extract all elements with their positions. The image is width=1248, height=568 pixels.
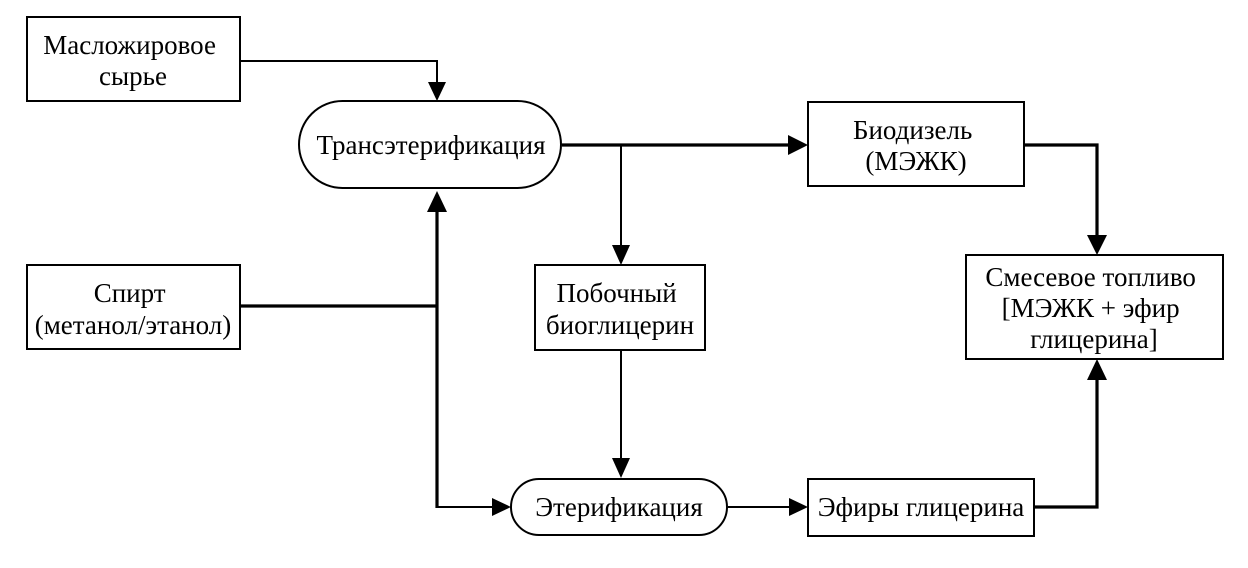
arrowhead-etherification-top: [612, 458, 630, 478]
node-etherification: Этерификация: [510, 478, 728, 536]
node-transesterification: Трансэтерификация: [298, 100, 562, 189]
arrowhead-glycerol-ethers: [789, 498, 808, 516]
node-transesterification-label: Трансэтерификация: [317, 130, 546, 160]
edge-glycerol-ethers-to-blended-fuel: [1034, 378, 1099, 509]
node-biodiesel-label: Биодизель (МЭЖК): [853, 115, 979, 176]
node-glycerol-ethers: Эфиры глицерина: [807, 478, 1035, 537]
node-biodiesel: Биодизель (МЭЖК): [807, 101, 1025, 187]
arrowhead-alcohol-transesterification: [427, 191, 447, 212]
arrowhead-transesterification-biodiesel: [788, 135, 808, 155]
node-byproduct-glycerol: Побочный биоглицерин: [534, 264, 706, 351]
arrowhead-feedstock-transesterification: [428, 82, 446, 101]
node-feedstock: Масложировое сырье: [26, 16, 241, 102]
node-byproduct-glycerol-label: Побочный биоглицерин: [546, 278, 694, 340]
edge-feedstock-to-transesterification: [240, 60, 438, 84]
node-blended-fuel: Смесевое топливо [МЭЖК + эфир глицерина]: [965, 254, 1224, 360]
node-alcohol-label: Спирт (метанол/этанол): [35, 278, 232, 340]
node-alcohol: Спирт (метанол/этанол): [26, 264, 241, 350]
node-blended-fuel-label: Смесевое топливо [МЭЖК + эфир глицерина]: [985, 262, 1202, 354]
arrowhead-blended-fuel-bottom: [1087, 359, 1107, 380]
arrowhead-blended-fuel-top: [1087, 235, 1107, 255]
arrowhead-etherification-left: [492, 498, 511, 516]
node-glycerol-ethers-label: Эфиры глицерина: [818, 492, 1025, 522]
arrowhead-byproduct: [612, 245, 630, 265]
edge-biodiesel-to-blended-fuel: [1024, 143, 1099, 237]
node-etherification-label: Этерификация: [535, 492, 703, 522]
node-feedstock-label: Масложировое сырье: [43, 30, 223, 91]
